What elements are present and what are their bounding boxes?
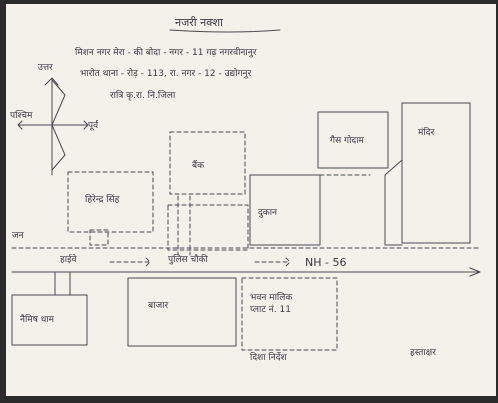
bottom-center-label: बाजार [148,301,168,311]
bottom-left-label: नैमिष धाम [20,313,55,325]
north-label: उत्तर [38,63,53,73]
road-dash-arrow-2 [254,257,291,267]
road-dash-arrow-1 [109,257,151,267]
plot-center-label: बैंक [192,159,205,171]
header-line-3: रात्रि कृ.रा. नि.जिला [110,89,176,101]
plot-left-label: हिरेन्द्र सिंह [85,193,120,205]
signature: हस्ताक्षर [410,348,436,358]
highway-label: NH - 56 [305,256,346,269]
header-line-2: भारोत थाना - रोड़ - 113, रा. नगर - 12 - … [80,67,252,79]
east-label: पूर्व [88,119,99,131]
plot-center-lower [167,204,249,251]
bottom-left-plot [11,294,88,346]
plot-left [67,171,154,233]
map-title: नजरी नक्शा [175,16,223,29]
shop-middle-label: दुकान [258,208,278,218]
east-arrow-icon [51,120,89,130]
left-edge-label: जन [12,231,25,241]
plot-left-gate [89,229,109,246]
far-right-slant [384,159,403,246]
header-line-1: मिशन नगर मेरा - की बोदा - नगर - 11 गढ़ न… [75,46,257,58]
bottom-right-foot: दिशा निर्देश [250,351,288,363]
shop-top-right-label: गैस गोदाम [330,134,365,146]
plot-center-extension [177,195,191,256]
road-arrow-icon [469,267,481,277]
paper [6,4,496,396]
shop-far-right-label: मंदिर [418,126,434,138]
shop-top-right [317,111,389,169]
plot-center [169,131,246,195]
bottom-left-connector [54,271,71,296]
bottom-center-plot [127,277,237,347]
shop-far-right [401,102,471,244]
west-arrow-icon [17,120,53,130]
road-label-left: हाईवे [60,253,78,265]
road-label-mid: पुलिस चौकी [168,253,208,265]
bottom-right-plot [241,277,338,351]
west-label: पश्चिम [10,109,33,121]
